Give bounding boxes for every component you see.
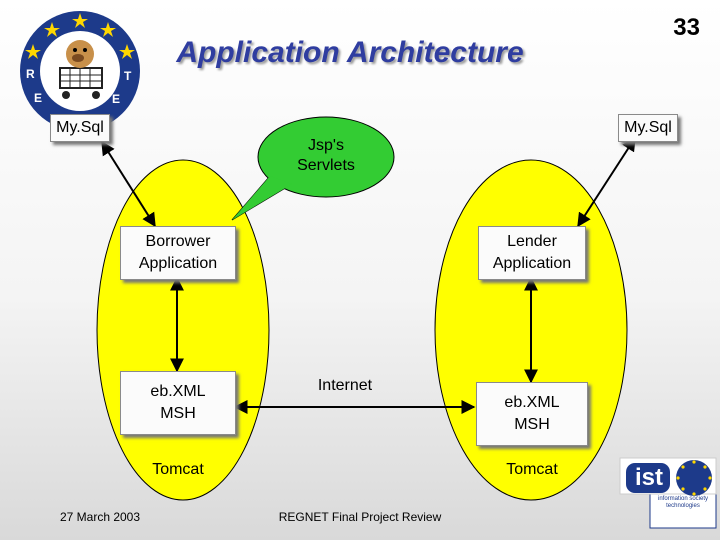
svg-text:R: R [26,67,35,81]
right-mysql-box: My.Sql [618,114,678,142]
ist-logo-tagline: information society technologies [657,496,709,509]
footer-title: REGNET Final Project Review [278,510,442,524]
svg-text:T: T [124,69,132,83]
left-tomcat-label: Tomcat [152,461,204,478]
right-db-connector [577,136,636,228]
left-db-connector [101,140,156,228]
svg-text:E: E [34,91,42,105]
regnet-logo: R E E T [20,11,140,131]
slide-title: Application Architecture [176,36,524,69]
right-ebxml-msh-box: eb.XML MSH [476,382,588,446]
left-ebxml-msh-box: eb.XML MSH [120,371,236,435]
lender-application-box: Lender Application [478,226,586,280]
jsp-servlets-label: Jsp's Servlets [297,137,355,174]
left-mysql-box: My.Sql [50,114,110,142]
internet-label: Internet [317,377,373,394]
right-tomcat-label: Tomcat [506,461,558,478]
footer-date: 27 March 2003 [59,510,141,524]
ist-logo [619,457,717,529]
ist-logo-text: ist [634,464,663,491]
svg-text:E: E [112,92,120,106]
slide-number: 33 [673,14,700,41]
borrower-application-box: Borrower Application [120,226,236,280]
jsp-servlets-callout [231,116,395,221]
